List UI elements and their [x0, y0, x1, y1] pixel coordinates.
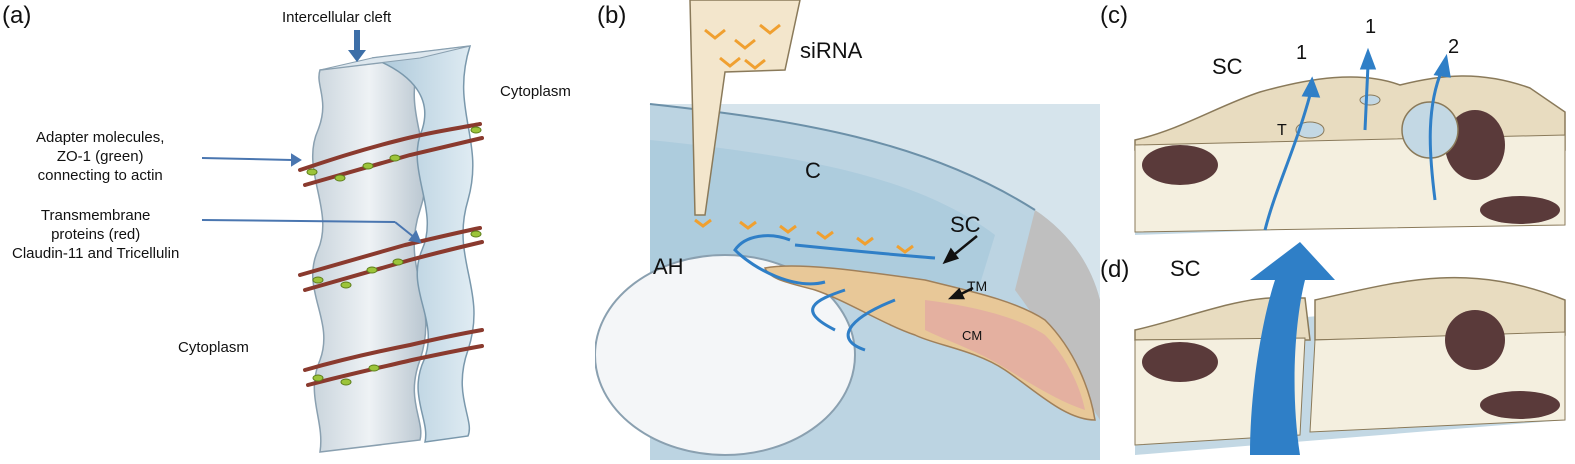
- cytoplasm-top-label: Cytoplasm: [500, 83, 571, 100]
- endothelial-surface-right: [1314, 276, 1566, 341]
- sirna-molecules: [694, 23, 914, 254]
- ciliary-muscle: [925, 300, 1085, 410]
- pathway-2-label: 2: [1448, 36, 1460, 58]
- paracellular-flow-arrow: [1250, 242, 1335, 455]
- pore-flow-arrows: [1263, 47, 1451, 231]
- endothelium-pores-illustration: [1134, 47, 1566, 235]
- cornea-label: C: [805, 158, 821, 183]
- panel-d-sc-label: SC: [1170, 256, 1201, 281]
- trabecular-meshwork-label: TM: [967, 278, 988, 294]
- junction-strands: [298, 122, 484, 387]
- ciliary-muscle-label: CM: [962, 328, 983, 343]
- intercellular-cleft-label: Intercellular cleft: [282, 9, 392, 26]
- panel-c-label: (c): [1100, 2, 1128, 29]
- schlemm-canal-label: SC: [950, 212, 981, 237]
- zo1-adapters: [306, 126, 482, 386]
- sc-tm-pointers: [942, 235, 978, 300]
- lens: [595, 254, 856, 456]
- nucleus-left: [1142, 145, 1218, 185]
- sirna-label: siRNA: [800, 38, 863, 63]
- aqueous-humor-label: AH: [653, 254, 684, 279]
- panel-a-label: (a): [2, 2, 32, 29]
- panel-c-sc-label: SC: [1212, 54, 1243, 79]
- panel-b: (b) siRNA C SC AH TM CM: [595, 0, 1105, 464]
- pointer-lines: [201, 153, 422, 244]
- panel-d: (d) SC: [1100, 240, 1575, 464]
- nucleus-bottom: [1480, 196, 1560, 224]
- panel-d-label: (d): [1100, 256, 1130, 283]
- eye-anterior-chamber-illustration: [595, 0, 1100, 460]
- aqueous-flow-arrows: [733, 234, 936, 352]
- paracellular-flow-illustration: [1134, 242, 1566, 455]
- sirna-pipette: [689, 0, 801, 216]
- panel-a: (a) Intercellular cleft Cytoplasm Adapte…: [0, 0, 600, 464]
- panel-c: (c) SC 1 1 2 T: [1100, 0, 1575, 240]
- pathway-1b-label: 1: [1365, 16, 1377, 38]
- ciliary-body: [763, 265, 1096, 421]
- tight-junction-illustration: [201, 30, 484, 453]
- nucleus-right: [1445, 110, 1505, 180]
- panel-b-label: (b): [597, 2, 627, 29]
- transmembrane-proteins-label: Transmembrane proteins (red) Claudin-11 …: [12, 207, 180, 262]
- adapter-molecules-label: Adapter molecules, ZO-1 (green) connecti…: [36, 129, 165, 184]
- t-label: T: [1277, 122, 1287, 139]
- cleft-arrow: [348, 30, 366, 62]
- cytoplasm-bottom-label: Cytoplasm: [178, 339, 249, 356]
- pathway-1-label: 1: [1296, 42, 1308, 64]
